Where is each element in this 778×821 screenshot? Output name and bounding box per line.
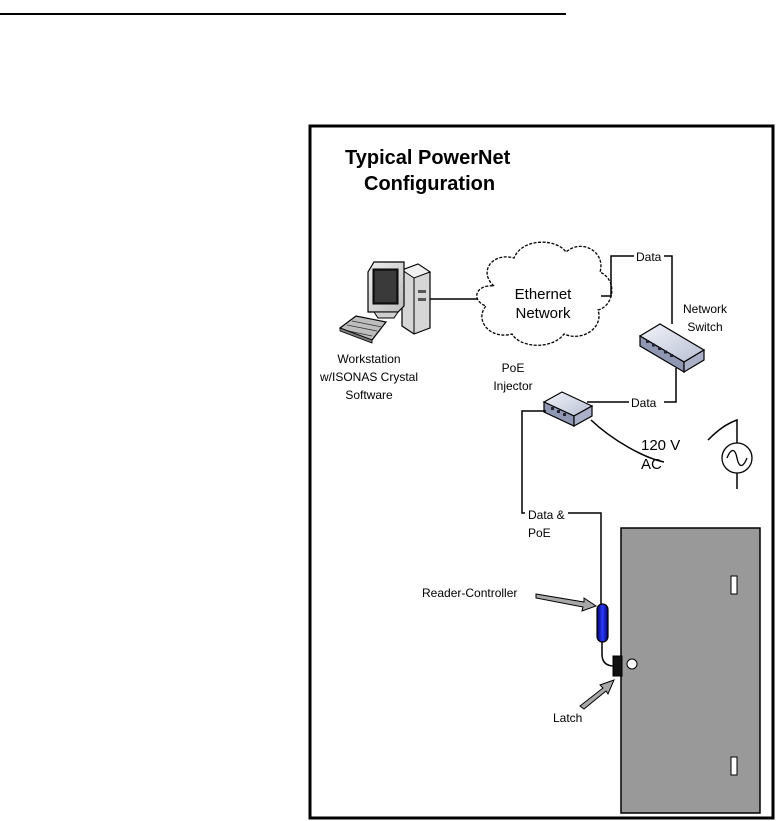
reader-controller-icon — [597, 604, 608, 642]
switch-label-line1: Network — [683, 302, 728, 316]
injector-label-line1: PoE — [502, 361, 525, 375]
workstation-label-line3: Software — [345, 388, 393, 402]
data-label-mid: Data — [631, 396, 657, 410]
workstation-label-line2: w/ISONAS Crystal — [319, 370, 418, 384]
data-label-top: Data — [636, 250, 662, 264]
latch-label: Latch — [553, 711, 582, 725]
latch-icon — [613, 656, 622, 676]
diagram-title-line2: Configuration — [364, 173, 495, 195]
switch-label-line2: Switch — [687, 320, 722, 334]
reader-controller-label: Reader-Controller — [422, 586, 517, 600]
cloud-label-line1: Ethernet — [515, 286, 573, 303]
injector-label-line2: Injector — [493, 379, 532, 393]
ac-label-line2: AC — [641, 456, 662, 473]
cloud-label-line2: Network — [515, 305, 571, 322]
data-poe-label-line2: PoE — [528, 526, 551, 540]
ac-label-line1: 120 V — [641, 437, 680, 454]
workstation-label-line1: Workstation — [337, 352, 400, 366]
diagram-title-line1: Typical PowerNet — [345, 147, 511, 169]
data-poe-label-line1: Data & — [528, 508, 565, 522]
door-icon — [621, 528, 760, 813]
